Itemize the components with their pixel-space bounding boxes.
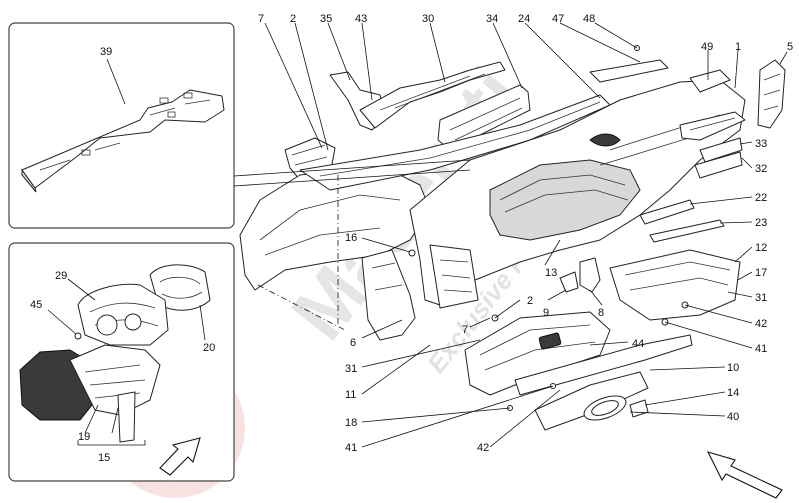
- callout-33: 33: [755, 138, 767, 150]
- callout-12: 12: [755, 242, 767, 254]
- callout-30: 30: [422, 13, 434, 25]
- callout-8: 8: [598, 307, 604, 319]
- callout-2-lower: 2: [527, 295, 533, 307]
- inset-panel-39: 39: [8, 22, 235, 229]
- callout-17: 17: [755, 267, 767, 279]
- callout-labels: 7 2 35 43 30 34 24 47 48 49 1 5 33 32 22…: [258, 13, 793, 454]
- callout-35: 35: [320, 13, 332, 25]
- inset-panel-steering-shroud: 29 45 20 19 15: [8, 242, 235, 482]
- callout-32: 32: [755, 163, 767, 175]
- callout-39: 39: [100, 46, 112, 58]
- callout-41-left: 41: [345, 442, 357, 454]
- callout-10: 10: [727, 362, 739, 374]
- callout-7: 7: [258, 13, 264, 25]
- main-assembly: [239, 45, 786, 431]
- projection-lines: [233, 159, 471, 331]
- callout-13: 13: [545, 267, 557, 279]
- callout-48: 48: [583, 13, 595, 25]
- callout-29: 29: [55, 270, 67, 282]
- callout-31-left: 31: [345, 363, 357, 375]
- callout-24: 24: [518, 13, 530, 25]
- direction-arrow-small: [159, 437, 201, 476]
- callout-41-right: 41: [755, 343, 767, 355]
- callout-49: 49: [701, 41, 713, 53]
- direction-arrow-large: [706, 451, 783, 499]
- callout-43: 43: [355, 13, 367, 25]
- callout-42-lower: 42: [477, 442, 489, 454]
- leader-lines: [264, 22, 788, 448]
- callout-45: 45: [30, 299, 42, 311]
- callout-15: 15: [98, 452, 110, 464]
- callout-18: 18: [345, 417, 357, 429]
- callout-1: 1: [735, 41, 741, 53]
- callout-42-right: 42: [755, 318, 767, 330]
- callout-7-lower: 7: [462, 324, 468, 336]
- callout-9: 9: [543, 307, 549, 319]
- callout-2: 2: [290, 13, 296, 25]
- callout-19: 19: [78, 431, 90, 443]
- callout-20: 20: [203, 342, 215, 354]
- callout-16: 16: [345, 232, 357, 244]
- callout-6: 6: [350, 337, 356, 349]
- callout-31-right: 31: [755, 292, 767, 304]
- callout-22: 22: [755, 192, 767, 204]
- callout-47: 47: [552, 13, 564, 25]
- callout-34: 34: [486, 13, 498, 25]
- callout-14: 14: [727, 387, 739, 399]
- callout-5: 5: [787, 41, 793, 53]
- callout-11: 11: [345, 389, 356, 401]
- callout-23: 23: [755, 217, 767, 229]
- callout-40: 40: [727, 411, 739, 423]
- callout-44: 44: [632, 338, 644, 350]
